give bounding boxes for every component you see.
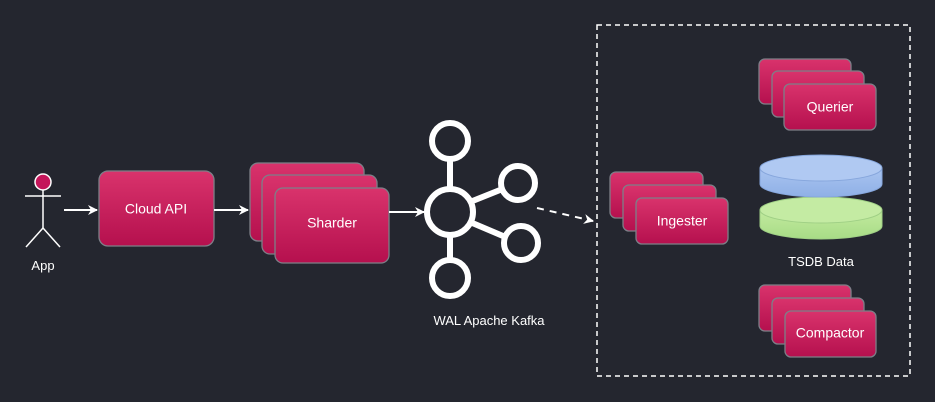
cloud-api-label: Cloud API: [125, 201, 187, 217]
cloud-api-node[interactable]: Cloud API: [98, 170, 215, 247]
compactor-instance: [784, 310, 877, 358]
app-label: App: [31, 258, 54, 273]
sharder-instance: [274, 187, 390, 264]
storage-group-boundary: [596, 24, 911, 377]
ingester-node[interactable]: Ingester: [609, 171, 729, 245]
kafka-node[interactable]: WAL Apache Kafka: [424, 120, 545, 328]
sharder-node[interactable]: Sharder: [249, 162, 390, 264]
querier-label: Querier: [807, 99, 854, 115]
app-actor[interactable]: App: [25, 173, 61, 273]
ingester-label: Ingester: [657, 213, 708, 229]
kafka-label: WAL Apache Kafka: [433, 313, 545, 328]
tsdb-node[interactable]: TSDB Data: [759, 154, 883, 269]
compactor-label: Compactor: [796, 325, 865, 341]
stick-figure-icon: [25, 173, 61, 248]
querier-node[interactable]: Querier: [758, 58, 877, 131]
kafka-icon: [424, 120, 541, 299]
ingester-instance: [635, 197, 729, 245]
tsdb-label: TSDB Data: [788, 254, 855, 269]
database-icon: [759, 154, 883, 240]
edge-kafka-to-storage: [536, 207, 594, 224]
querier-instance: [783, 83, 877, 131]
sharder-label: Sharder: [307, 215, 357, 231]
compactor-node[interactable]: Compactor: [758, 284, 877, 358]
